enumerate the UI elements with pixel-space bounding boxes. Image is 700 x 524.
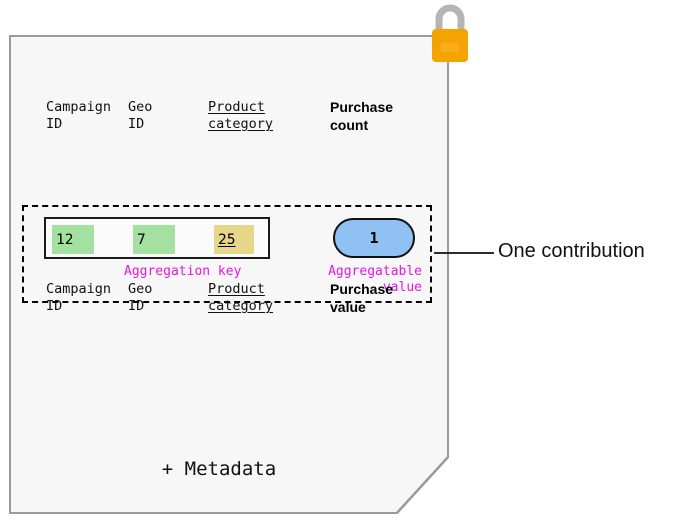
aggregatable-value-text-1: 1 [369,229,379,247]
annotation-aggregation-key-1: Aggregation key [124,264,242,279]
header-product-category-1: Product category [208,99,274,132]
annotation-aggregatable-value-1: Aggregatable value [328,264,422,295]
header-geo-id-1: Geo ID [128,99,153,132]
header-campaign-id-1: Campaign ID [46,99,112,132]
key-chip-campaign-id-1: 12 [52,225,94,254]
header-geo-id-2: Geo ID [128,281,153,314]
contribution-boundary-1 [22,205,432,303]
key-chip-geo-id-1: 7 [133,225,175,254]
metadata-label: + Metadata [161,458,277,480]
key-chip-campaign-id-value-1: 12 [56,231,74,248]
column-headers-1: Campaign ID Geo ID Product category Purc… [0,60,440,133]
key-chip-product-category-1: 25 [214,225,254,254]
header-campaign-id-2: Campaign ID [46,281,112,314]
header-metric-1: Purchase count [330,99,394,133]
padlock-icon [432,4,468,62]
column-headers-2: Campaign ID Geo ID Product category Purc… [0,242,440,315]
key-chip-product-category-value-1: 25 [218,231,236,248]
key-chip-geo-id-value-1: 7 [137,231,146,248]
contribution-block-1: Campaign ID Geo ID Product category Purc… [0,60,645,303]
callout-leader-line-1 [434,252,494,254]
aggregation-key-box-1: 12 7 25 [44,217,270,259]
report-card [9,35,449,514]
header-metric-2: Purchase value [330,281,394,315]
callout-label-1: One contribution [498,240,645,262]
aggregatable-value-oval-1: 1 [333,218,415,258]
contribution-block-2: Campaign ID Geo ID Product category Purc… [0,242,440,315]
header-product-category-2: Product category [208,281,274,314]
